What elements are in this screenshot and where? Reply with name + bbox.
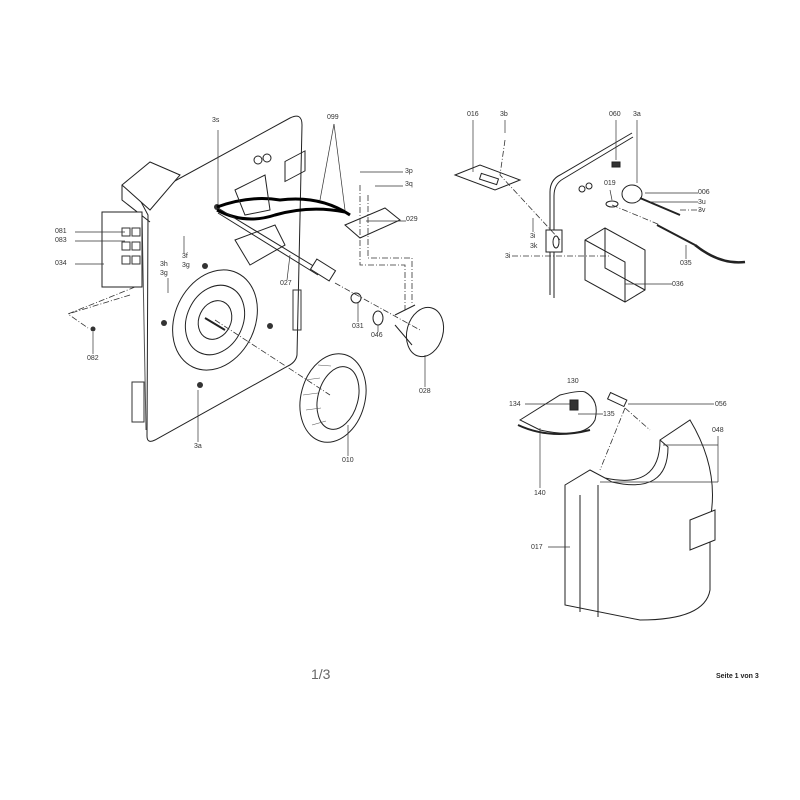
blast-tube-cone	[394, 304, 445, 358]
burner-cover-017	[564, 419, 716, 621]
part-label: 083	[55, 237, 67, 244]
part-label: 046	[371, 332, 383, 339]
part-label: 028	[419, 388, 431, 395]
part-label: 135	[603, 411, 615, 418]
ignition-cables	[216, 197, 351, 221]
part-label: 056	[715, 401, 727, 408]
part-label: 081	[55, 228, 67, 235]
blower-wheel	[299, 353, 367, 443]
photocell-assembly	[605, 161, 746, 264]
part-label: 3k	[530, 243, 538, 250]
leader-lines	[75, 123, 426, 456]
air-damper	[234, 174, 286, 266]
part-label: 3g	[160, 270, 168, 277]
part-label: 3h	[160, 261, 168, 268]
part-label: 060	[609, 111, 621, 118]
housing-corner	[545, 132, 634, 298]
part-label: 019	[604, 180, 616, 187]
part-label: 3a	[194, 443, 202, 450]
inspection-cover-140	[517, 390, 597, 435]
leader-lines-top-right	[472, 120, 698, 285]
part-label: 027	[280, 280, 292, 287]
part-label: 036	[672, 281, 684, 288]
part-label: 3p	[405, 168, 413, 175]
cover-plate-016	[453, 164, 522, 191]
part-label: 3i	[505, 253, 511, 260]
part-label: 017	[531, 544, 543, 551]
page-footer-text: Seite 1 von 3	[716, 673, 759, 680]
part-label: 3s	[212, 117, 220, 124]
leader-lines-bottom	[525, 403, 719, 548]
dash-dot-assembly-lines	[67, 185, 421, 396]
part-label: 031	[352, 323, 364, 330]
dash-dot-lines-top-right	[499, 139, 700, 257]
part-label: 3g	[182, 262, 190, 269]
part-label: 029	[406, 216, 418, 223]
shaft-and-coupling	[217, 207, 384, 326]
part-label: 3b	[500, 111, 508, 118]
dash-dot-lines-bottom	[599, 407, 651, 471]
part-label: 134	[509, 401, 521, 408]
connector-strip	[131, 289, 302, 423]
part-label: 082	[87, 355, 99, 362]
part-label: 3f	[182, 253, 188, 260]
part-label: 3u	[698, 199, 706, 206]
part-label: 016	[467, 111, 479, 118]
part-label: 035	[680, 260, 692, 267]
mounting-flange	[172, 269, 258, 371]
nipple-056	[606, 391, 628, 408]
part-label: 034	[55, 260, 67, 267]
part-label: 3a	[633, 111, 641, 118]
part-label: 048	[712, 427, 724, 434]
part-label: 3v	[698, 207, 706, 214]
terminal-block	[101, 211, 143, 288]
page-indicator: 1/3	[311, 666, 331, 682]
part-label: 3q	[405, 181, 413, 188]
part-label: 010	[342, 457, 354, 464]
screws	[90, 204, 273, 388]
part-label: 140	[534, 490, 546, 497]
part-label: 006	[698, 189, 710, 196]
ignition-unit-036	[584, 227, 646, 303]
part-label: 3i	[530, 233, 536, 240]
part-label: 130	[567, 378, 579, 385]
electrode-bracket	[344, 207, 401, 239]
burner-housing-plate	[139, 115, 306, 442]
part-label: 099	[327, 114, 339, 121]
